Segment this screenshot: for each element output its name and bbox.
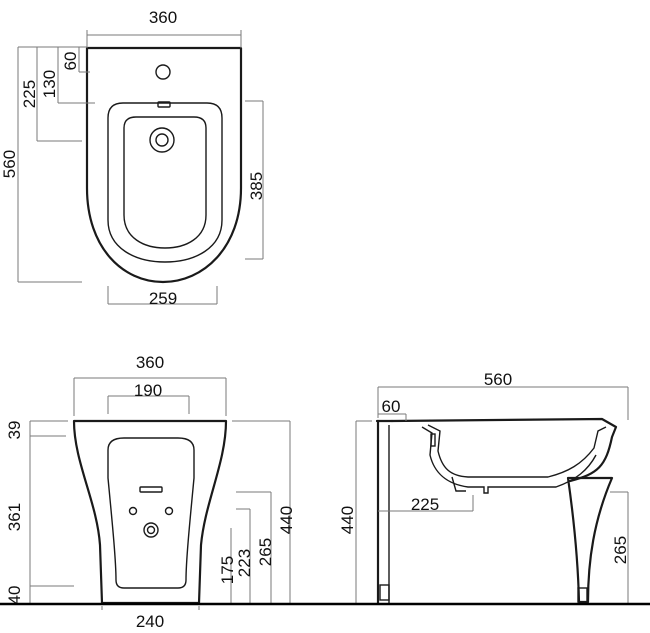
- dim-outlet-height-1: 175: [218, 556, 237, 584]
- trap-outlet: [451, 476, 466, 492]
- dim-bowl-width: 259: [149, 289, 177, 308]
- dim-bowl-offset: 130: [40, 70, 59, 98]
- dim-rim-offset: 225: [20, 80, 39, 108]
- dim-side-depth: 560: [484, 370, 512, 389]
- dim-body-height: 361: [5, 503, 24, 531]
- tap-hole: [155, 64, 171, 80]
- dim-outlet-height-3: 265: [256, 538, 275, 566]
- overflow-slot: [157, 101, 171, 108]
- dim-bowl-length: 385: [247, 172, 266, 200]
- top-view-outline: [85, 46, 243, 284]
- leg-foot: [577, 587, 588, 603]
- wall-foot: [379, 584, 390, 601]
- supply-hole-inner: [146, 525, 156, 535]
- dim-outlet-height-2: 223: [235, 549, 254, 577]
- dim-outlet-depth: 225: [411, 495, 439, 514]
- dim-top-width: 360: [149, 8, 177, 27]
- dim-side-height: 440: [338, 506, 357, 534]
- side-view-bowl: [427, 424, 607, 478]
- fixing-hole-right: [164, 506, 174, 516]
- dim-overall-height: 440: [277, 506, 296, 534]
- dim-rim-height: 39: [5, 421, 24, 440]
- drain-pipe: [430, 433, 436, 447]
- dim-base-width: 240: [136, 612, 164, 631]
- dim-front-width: 360: [136, 353, 164, 372]
- top-view: 360 60 130 225 560 385 259: [0, 8, 266, 308]
- dim-side-tap-offset: 60: [382, 397, 401, 416]
- front-view-rear-panel: [107, 437, 195, 589]
- front-view-overflow-slot: [139, 486, 163, 493]
- dim-base-height: 40: [5, 586, 24, 605]
- top-view-bowl-inner: [123, 116, 207, 249]
- dim-front-top-width: 190: [134, 381, 162, 400]
- fixing-hole-left: [128, 506, 138, 516]
- supply-hole-outer: [143, 522, 159, 538]
- side-view: 560 60 225 440 265: [338, 370, 630, 605]
- front-view: 360 190 39 361 40 440 265 223 175 240: [5, 353, 296, 631]
- dim-length: 560: [0, 150, 19, 178]
- side-view-leg: [566, 476, 614, 604]
- dim-tap-offset: 60: [61, 52, 80, 71]
- side-view-bowl-inner: [421, 426, 597, 494]
- drain-inner: [155, 133, 169, 147]
- drain-outer: [149, 127, 175, 153]
- top-view-bowl-outer: [107, 102, 223, 263]
- front-view-outline: [72, 419, 228, 605]
- dim-side-outlet-height: 265: [611, 536, 630, 564]
